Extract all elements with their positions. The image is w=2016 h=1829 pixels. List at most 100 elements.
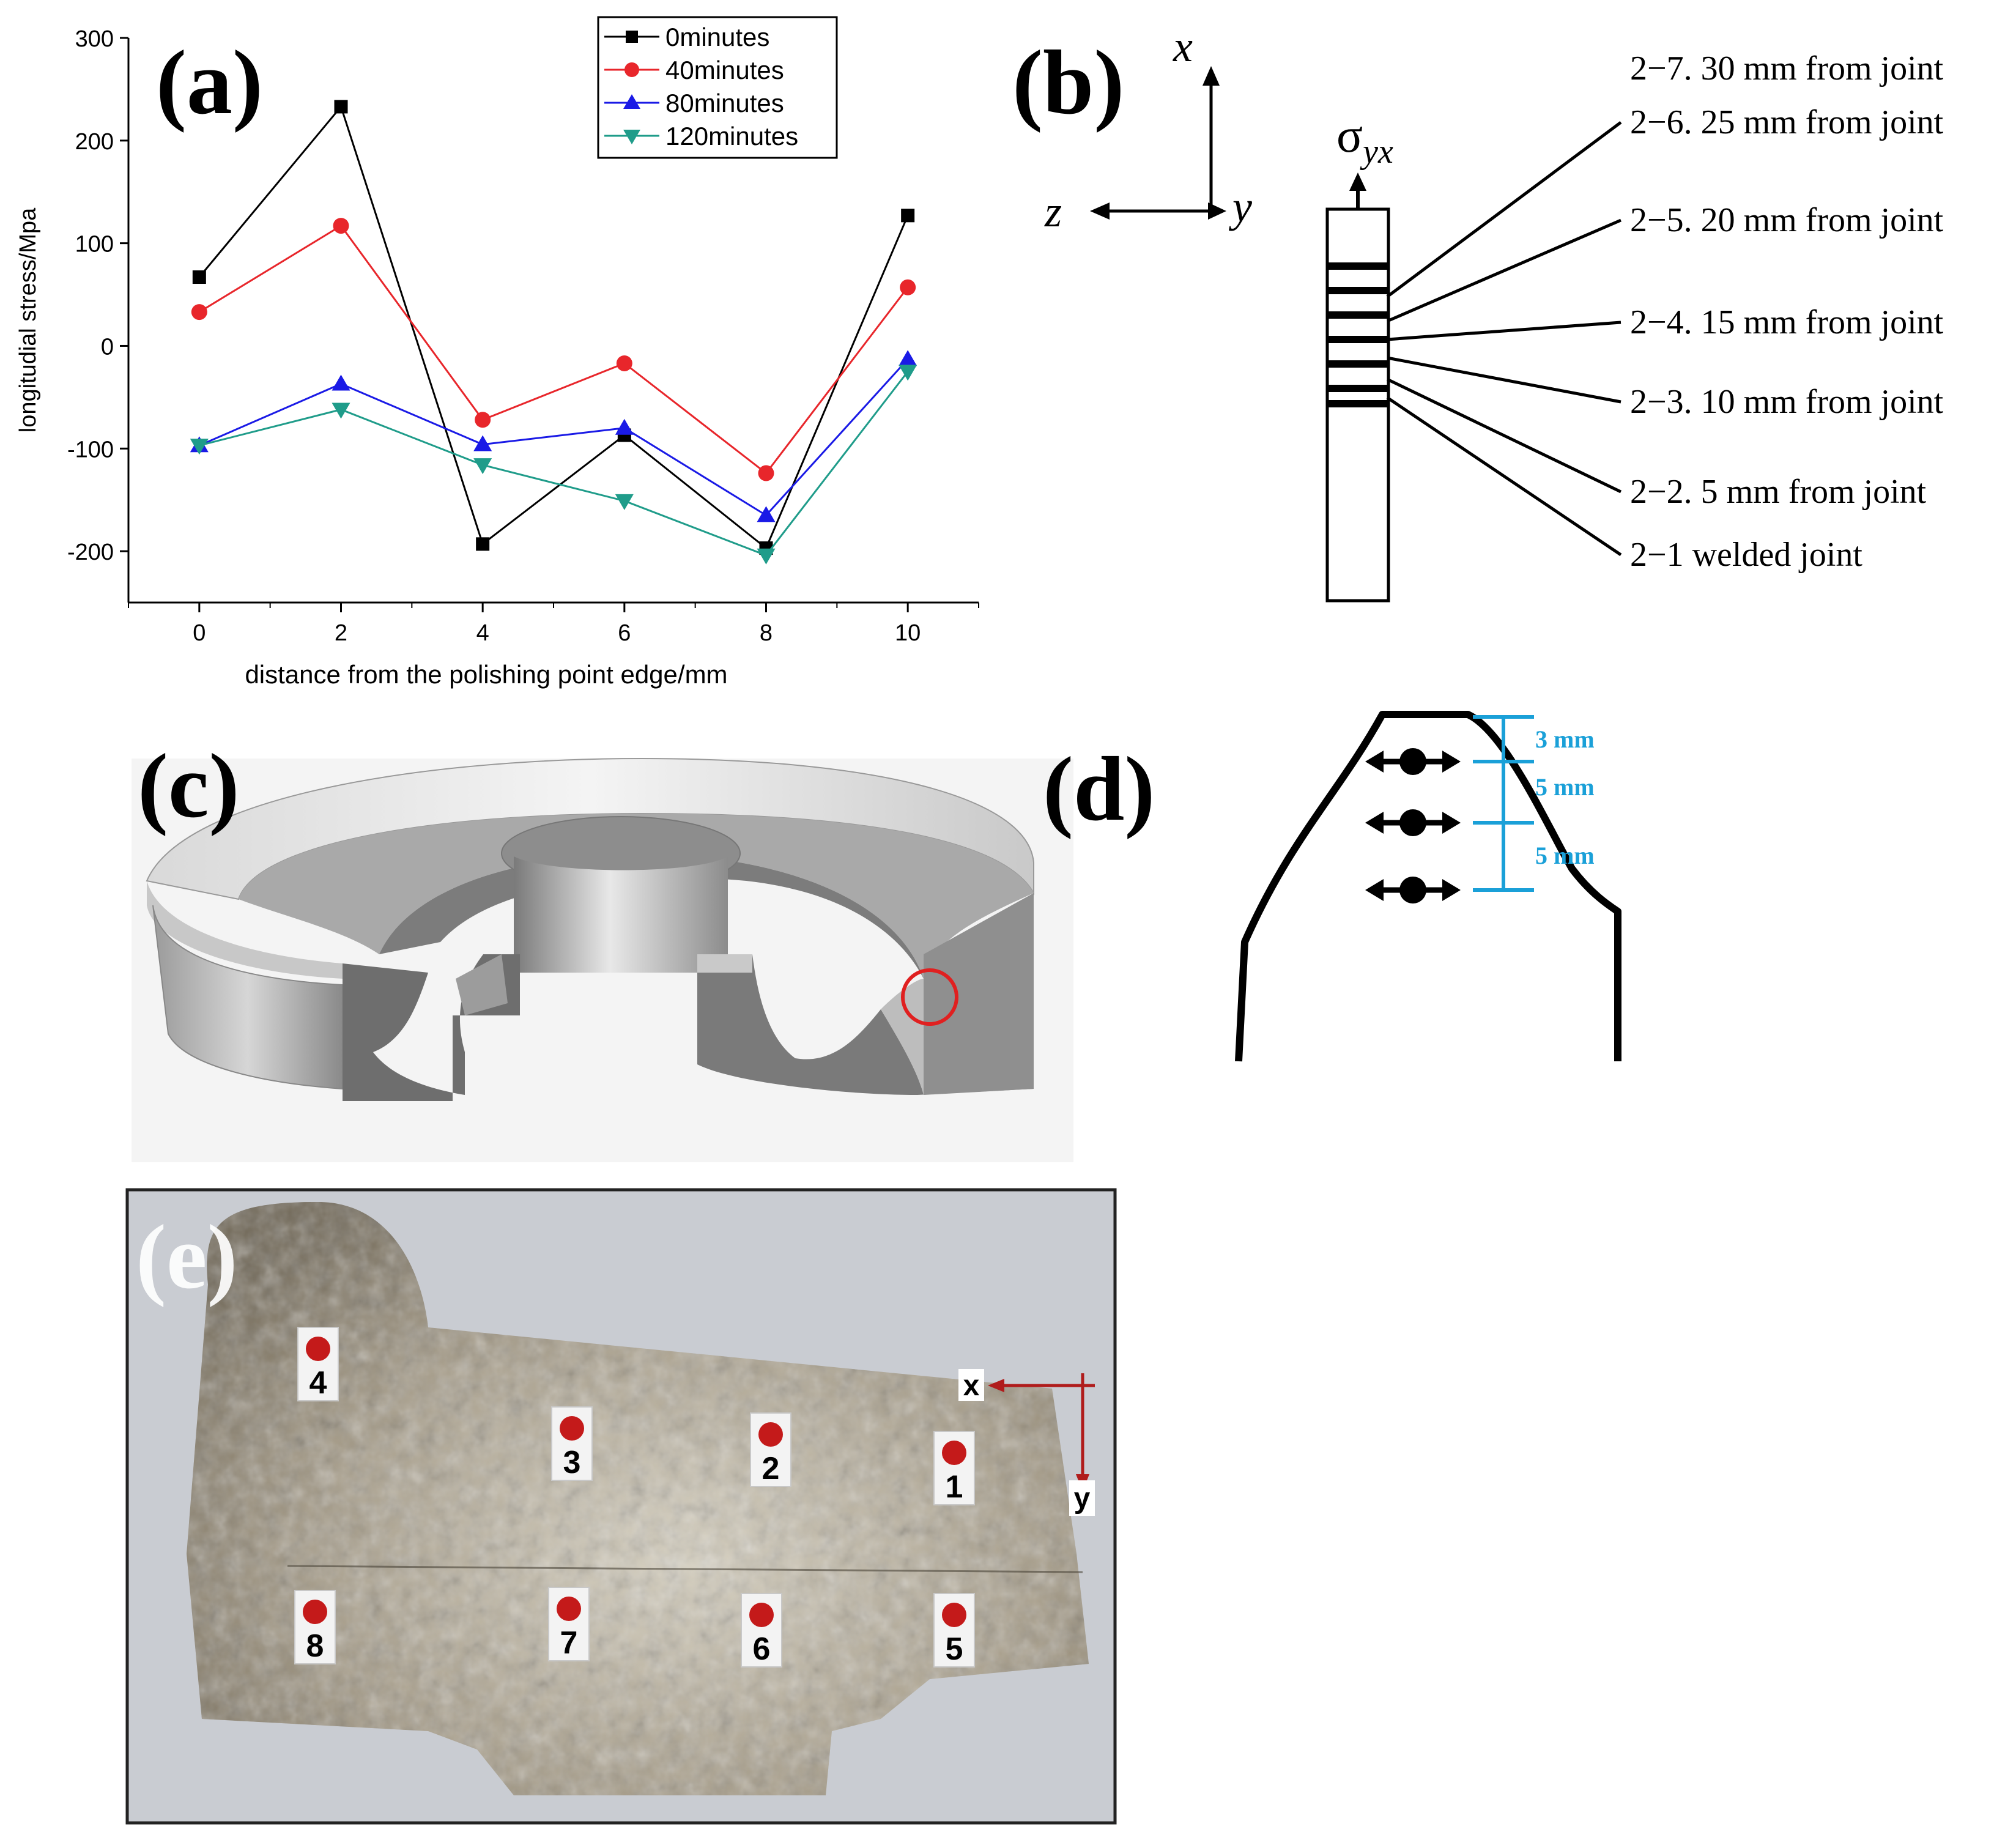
x-arrowhead xyxy=(1203,66,1220,86)
leader-line xyxy=(1386,396,1622,557)
gauge-arrow-left xyxy=(1365,879,1384,901)
y-tick-label: -100 xyxy=(67,437,114,462)
series-line xyxy=(199,371,909,557)
point-label: 2−5. 20 mm from joint xyxy=(1630,201,1944,239)
panel-label-e: (e) xyxy=(136,1206,237,1308)
outer-rim-band xyxy=(147,881,343,979)
data-point xyxy=(616,355,632,371)
series-line xyxy=(199,358,909,517)
weld-line xyxy=(287,1565,1083,1573)
marker-dot xyxy=(557,1597,581,1621)
data-point xyxy=(900,279,916,295)
photo-y-label-box xyxy=(1069,1480,1095,1516)
stress-arrowhead xyxy=(1349,173,1366,191)
data-point xyxy=(624,62,639,77)
y-tick-label: 200 xyxy=(75,129,114,155)
legend-label: 80minutes xyxy=(665,89,784,117)
data-point xyxy=(334,100,348,114)
marker-number: 8 xyxy=(306,1628,324,1664)
specimen-texture xyxy=(187,1202,1089,1795)
data-point xyxy=(901,209,915,223)
panel-label-a: (a) xyxy=(156,32,263,133)
right-groove-face xyxy=(881,979,924,1095)
point-label: 2−2. 5 mm from joint xyxy=(1630,473,1927,511)
marker-dot xyxy=(749,1603,774,1627)
marker-number: 1 xyxy=(946,1469,963,1505)
leader-line xyxy=(1387,321,1621,341)
panel-c: (c) xyxy=(132,735,1073,1162)
gauge-arrow-right xyxy=(1442,879,1461,901)
gauge-arrow-right xyxy=(1442,751,1461,773)
coordinate-axes xyxy=(1090,66,1226,220)
marker-number: 3 xyxy=(563,1445,581,1480)
z-arrowhead xyxy=(1090,202,1110,220)
x-tick-label: 10 xyxy=(895,620,921,646)
legend-label: 40minutes xyxy=(665,56,784,84)
axis-label-y: y xyxy=(1228,182,1252,231)
marker-dot xyxy=(942,1441,966,1465)
data-point xyxy=(332,403,350,419)
data-point xyxy=(758,465,774,481)
y-tick-label: 100 xyxy=(75,232,114,258)
data-point xyxy=(333,218,349,234)
photo-axes xyxy=(988,1373,1095,1491)
x-tick-label: 2 xyxy=(335,620,347,646)
strain-band xyxy=(1327,385,1388,392)
strain-band xyxy=(1327,336,1388,343)
point-label: 2−1 welded joint xyxy=(1630,536,1862,574)
panel-label-c: (c) xyxy=(138,735,239,837)
x-tick-label: 0 xyxy=(193,620,206,646)
groove-bowl xyxy=(239,814,1034,979)
data-point xyxy=(473,435,492,451)
point-label: 2−3. 10 mm from joint xyxy=(1630,383,1944,421)
data-point xyxy=(192,270,206,284)
strain-band xyxy=(1327,287,1388,294)
panel-b: (b) x z y σyx 2−7. 30 mm from joint2−6. … xyxy=(1012,22,1944,603)
sigma-symbol: σyx xyxy=(1336,109,1393,171)
y-tick-label: -200 xyxy=(67,540,114,565)
section-profile xyxy=(1235,711,1621,1062)
panel-label-d: (d) xyxy=(1043,738,1155,840)
strain-band xyxy=(1327,311,1388,319)
marker-number: 7 xyxy=(560,1625,578,1661)
panel-label-b: (b) xyxy=(1012,32,1124,133)
left-inner-wall xyxy=(456,954,508,1015)
marker-number: 6 xyxy=(753,1631,771,1667)
highlight-circle xyxy=(901,968,958,1026)
strain-gauge-bands xyxy=(1327,262,1388,407)
y-tick-label: 300 xyxy=(75,26,114,52)
leader-lines xyxy=(1386,121,1622,557)
leader-line xyxy=(1387,218,1621,323)
photo-axis-label-y: y xyxy=(1074,1482,1091,1515)
point-label: 2−4. 15 mm from joint xyxy=(1630,303,1944,341)
central-bore xyxy=(514,856,728,973)
x-tick-label: 4 xyxy=(476,620,489,646)
data-point xyxy=(899,365,917,381)
dimension-marks: 3 mm5 mm5 mm xyxy=(1473,715,1595,892)
dimension-label: 3 mm xyxy=(1535,725,1595,753)
leader-line xyxy=(1387,356,1621,404)
panel-d: (d) 3 mm5 mm5 mm xyxy=(1043,711,1621,1062)
y-arrowhead xyxy=(1208,202,1226,220)
data-point xyxy=(623,130,640,144)
gauge-arrow-right xyxy=(1442,812,1461,834)
data-point xyxy=(191,304,207,321)
data-point xyxy=(899,350,917,366)
marker-number: 4 xyxy=(309,1365,327,1401)
hole-drilling-gauges xyxy=(1365,748,1461,903)
strain-band xyxy=(1327,360,1388,368)
photo-axis-label-x: x xyxy=(963,1370,980,1402)
data-point xyxy=(623,94,640,109)
legend-label: 0minutes xyxy=(665,23,769,51)
marker-number: 5 xyxy=(946,1631,963,1667)
marker-dot xyxy=(560,1416,584,1441)
leader-line xyxy=(1386,121,1622,299)
data-point xyxy=(190,439,209,455)
data-point xyxy=(757,548,776,565)
strain-band xyxy=(1327,262,1388,270)
